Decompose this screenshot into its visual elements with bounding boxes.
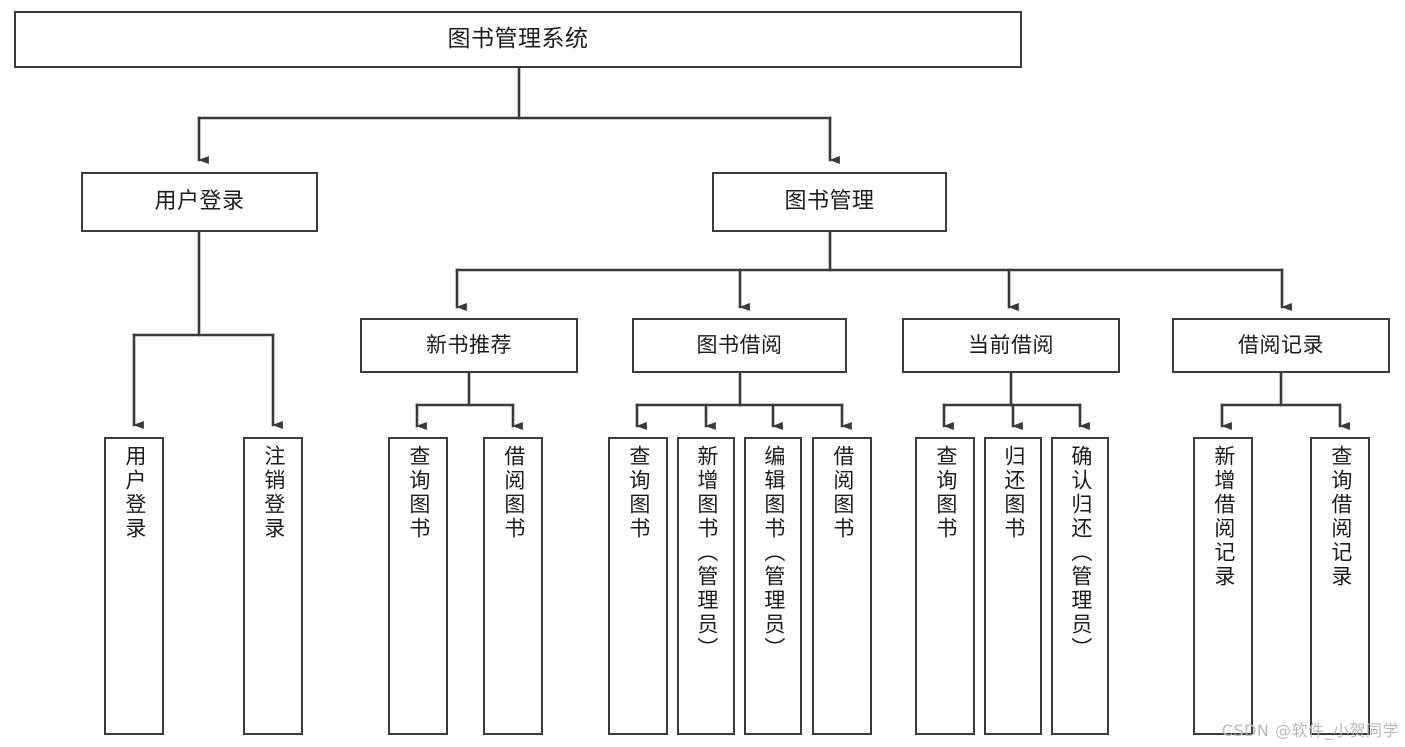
node-current-borrow-label: 当前借阅: [968, 333, 1054, 358]
leaf-logout-login[interactable]: 注销登录: [243, 437, 303, 735]
leaf-borrow-book-1-label: 借阅图书: [501, 445, 526, 541]
leaf-user-login[interactable]: 用户登录: [104, 437, 164, 735]
leaf-borrow-book-2[interactable]: 借阅图书: [812, 437, 872, 735]
leaf-return-book-label: 归还图书: [1001, 445, 1026, 541]
node-new-book-recommend-label: 新书推荐: [426, 333, 512, 358]
node-new-book-recommend[interactable]: 新书推荐: [360, 318, 578, 373]
leaf-edit-book[interactable]: 编辑图书（管理员）: [744, 437, 802, 735]
leaf-query-book-2-label: 查询图书: [626, 445, 651, 541]
node-borrow-record-label: 借阅记录: [1238, 333, 1324, 358]
leaf-user-login-label: 用户登录: [122, 445, 147, 541]
node-borrow-record[interactable]: 借阅记录: [1172, 318, 1390, 373]
leaf-query-record-label: 查询借阅记录: [1328, 445, 1353, 589]
node-book-borrow[interactable]: 图书借阅: [632, 318, 847, 373]
node-user-login-label: 用户登录: [154, 189, 245, 215]
leaf-borrow-book-2-label: 借阅图书: [830, 445, 855, 541]
leaf-return-book[interactable]: 归还图书: [984, 437, 1042, 735]
leaf-edit-book-label: 编辑图书（管理员）: [761, 445, 786, 661]
leaf-query-book-1-label: 查询图书: [406, 445, 431, 541]
leaf-query-record[interactable]: 查询借阅记录: [1310, 437, 1370, 735]
leaf-add-book-label: 新增图书（管理员）: [694, 445, 719, 661]
node-root-label: 图书管理系统: [447, 26, 589, 53]
csdn-watermark: CSDN @软件_小贺同学: [1221, 721, 1399, 740]
leaf-query-book-3[interactable]: 查询图书: [915, 437, 975, 735]
leaf-logout-login-label: 注销登录: [261, 445, 286, 541]
leaf-query-book-2[interactable]: 查询图书: [608, 437, 668, 735]
node-user-login[interactable]: 用户登录: [81, 172, 318, 232]
leaf-add-record[interactable]: 新增借阅记录: [1193, 437, 1253, 735]
node-current-borrow[interactable]: 当前借阅: [902, 318, 1120, 373]
leaf-add-record-label: 新增借阅记录: [1211, 445, 1236, 589]
leaf-query-book-1[interactable]: 查询图书: [388, 437, 448, 735]
node-book-management-label: 图书管理: [784, 189, 875, 215]
leaf-confirm-return-label: 确认归还（管理员）: [1068, 445, 1093, 661]
leaf-query-book-3-label: 查询图书: [933, 445, 958, 541]
leaf-confirm-return[interactable]: 确认归还（管理员）: [1051, 437, 1109, 735]
node-book-management[interactable]: 图书管理: [712, 172, 947, 232]
node-book-borrow-label: 图书借阅: [696, 333, 783, 358]
leaf-borrow-book-1[interactable]: 借阅图书: [483, 437, 543, 735]
leaf-add-book[interactable]: 新增图书（管理员）: [677, 437, 735, 735]
node-root[interactable]: 图书管理系统: [14, 11, 1022, 68]
